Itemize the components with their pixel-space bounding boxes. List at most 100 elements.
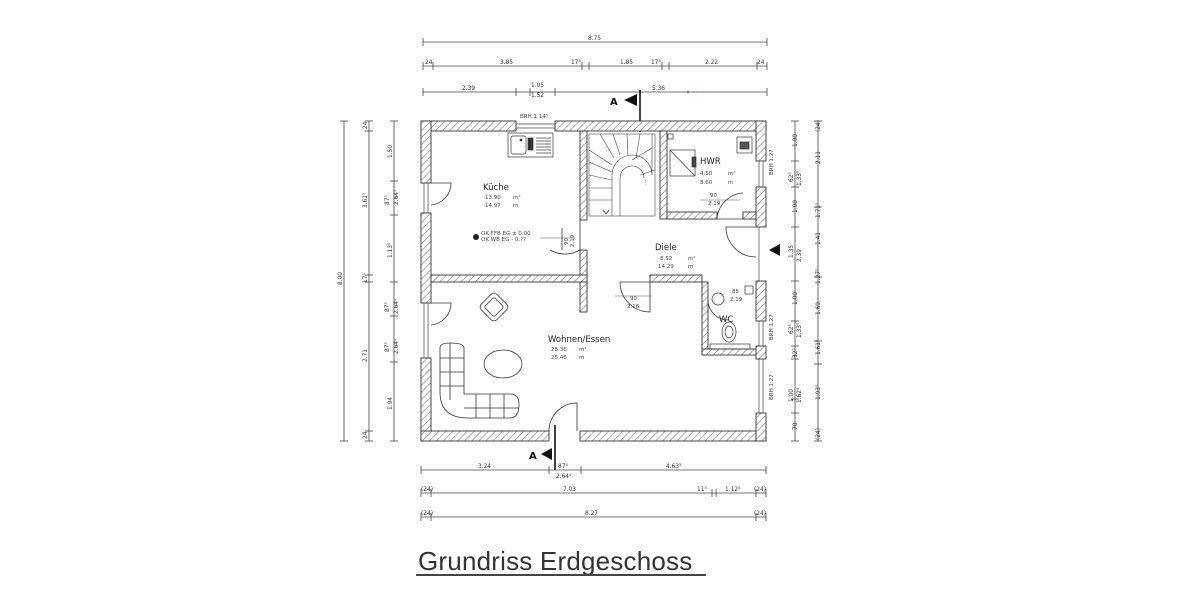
- room-name: WC: [719, 315, 733, 325]
- dim-right-1-4: 1.35: [787, 245, 795, 258]
- window-note-kitchen: BRH 1.14⁵: [520, 113, 548, 120]
- wc-fixtures: [709, 285, 754, 350]
- stair-label: ...: [642, 180, 648, 185]
- dim-bottom-1-2: 2.64⁵: [556, 472, 572, 480]
- level-note-2: OK WB EG - 0.??: [481, 237, 526, 243]
- dim-right-2-0: (24): [814, 120, 822, 132]
- right-dimension-chains: [791, 120, 822, 442]
- dim-right-2-8: (24): [814, 428, 822, 440]
- dim-right-2-3: 1.41: [814, 232, 822, 245]
- dim-left-3-7: 2.64⁵: [392, 338, 400, 354]
- dim-left-2-4: 24: [361, 431, 369, 439]
- room-area-unit: m²: [728, 170, 736, 177]
- room-perimeter-unit: m: [579, 355, 584, 361]
- section-label-top: A: [610, 97, 618, 108]
- dim-left-3-1: 87⁵: [383, 195, 391, 205]
- title-underline: [416, 574, 706, 576]
- dim-bottom-3-1: 8.27: [585, 509, 598, 517]
- dim-bottom-3-2: (24): [754, 509, 766, 517]
- entrance-arrow: [769, 244, 780, 256]
- room-area-unit: m²: [579, 346, 587, 353]
- section-marker-bottom: A: [529, 425, 556, 470]
- dim-right-2-7: 1.93⁵: [814, 384, 822, 400]
- dim-left-3-8: 1.94: [386, 397, 394, 410]
- kitchen-level-note: OK FFB EG ± 0.00 OK WB EG - 0.??: [473, 231, 531, 243]
- room-diele: Diele 8.52 m² 14.29 m: [655, 243, 696, 270]
- dim-left-3-5: 2.64⁵: [392, 298, 400, 314]
- window-note-living: BRH 1.27: [769, 374, 775, 400]
- window-note-hwr: BRH 1.27: [769, 149, 775, 175]
- room-perimeter: 25.46: [551, 355, 567, 361]
- dim-right-2-6: 1.61⁵: [814, 339, 822, 355]
- dim-right-2-2: 1.71⁵: [814, 202, 822, 218]
- bottom-dimension-chains: [420, 466, 767, 521]
- room-perimeter-unit: m: [688, 264, 693, 270]
- dim-bottom-2-4: (24): [754, 485, 766, 493]
- dim-right-1-12: 70: [791, 422, 799, 430]
- room-name: Wohnen/Essen: [548, 335, 610, 345]
- dim-left-3-0: 1.50: [386, 145, 394, 158]
- window-note-wc: BRH 1.27: [769, 314, 775, 340]
- room-perimeter: 14.29: [658, 264, 674, 270]
- dim-right-1-8: 1.33⁵: [795, 322, 803, 338]
- dim-top-2-5: 2.22: [705, 58, 718, 66]
- dim-left-3-4: 87⁵: [383, 302, 391, 312]
- dim-top-2-0: 24: [425, 58, 433, 66]
- hwr-appliances: [667, 133, 753, 177]
- room-name: HWR: [700, 157, 721, 167]
- dim-bottom-2-3: 1.12⁵: [725, 485, 741, 493]
- dim-top-3-0: 2.39: [462, 84, 475, 92]
- dim-right-2-5: 1.69: [814, 302, 822, 315]
- level-note-1: OK FFB EG ± 0.00: [481, 231, 531, 237]
- dim-left-3-6: 87⁵: [383, 342, 391, 352]
- dim-bottom-1-3: 4.63⁵: [666, 462, 682, 470]
- dim-top-2-6: 24: [757, 58, 765, 66]
- door-hwr-width: 90: [710, 193, 717, 199]
- room-area: 13.90: [485, 195, 501, 201]
- dim-bottom-1-0: 3.24: [478, 462, 491, 470]
- dim-bottom-2-1: 7.03: [563, 485, 576, 493]
- dim-left-2-0: 24: [361, 121, 369, 129]
- walls: [420, 120, 767, 442]
- room-perimeter-unit: m: [513, 203, 518, 209]
- dim-bottom-2-2: 11⁵: [697, 485, 707, 493]
- door-living-width: 90: [630, 296, 637, 302]
- room-area: 4.50: [700, 171, 713, 177]
- room-wohnen-essen: Wohnen/Essen 28.36 m² 25.46 m: [548, 335, 610, 361]
- door-wc-width: 85: [732, 289, 739, 295]
- dim-top-3-2: 1.52: [531, 91, 544, 99]
- dim-right-1-3: 1.00: [791, 200, 799, 213]
- dim-right-1-2: 1.33⁵: [795, 170, 803, 186]
- dim-right-1-10: 1.00: [787, 389, 795, 402]
- room-perimeter: 14.97: [485, 203, 501, 209]
- dim-right-1-11: 1.62⁵: [795, 387, 803, 403]
- room-perimeter-unit: m: [728, 180, 733, 186]
- dim-top-2-4: 17⁵: [651, 58, 661, 66]
- room-area-unit: m²: [513, 194, 521, 201]
- dim-top-2-3: 1.85: [620, 58, 633, 66]
- living-furniture: [439, 292, 523, 419]
- dim-right-1-5: 2.39: [795, 249, 803, 262]
- door-kitchen-height: 2.19: [570, 234, 576, 247]
- red-mark: [686, 90, 690, 94]
- dim-left-2-1: 3.61⁵: [361, 192, 369, 208]
- dim-top-2-2: 17⁵: [571, 58, 581, 66]
- dim-top-2-1: 3.85: [500, 58, 513, 66]
- section-label-bottom: A: [529, 451, 537, 462]
- dim-bottom-1-1: 87⁵: [558, 462, 568, 470]
- dim-right-1-9: 32⁵: [791, 348, 799, 358]
- room-perimeter: 8.60: [700, 180, 713, 186]
- staircase: [588, 133, 656, 217]
- dim-right-1-7: 62⁵: [787, 324, 795, 334]
- dim-top-overall: 8.75: [588, 34, 601, 42]
- left-dimension-labels: 8.00 24 3.61⁵ 17⁵ 2.71 24 1.50 87⁵ 2.64⁵…: [336, 121, 400, 439]
- door-living-height: 2.16: [627, 304, 640, 310]
- dim-top-3-3: 5.36: [652, 84, 665, 92]
- top-dimension-chains: [422, 38, 768, 96]
- doors: [430, 182, 757, 432]
- left-dimension-chains: [340, 120, 398, 442]
- room-name: Diele: [655, 243, 677, 253]
- dim-left-3-2: 2.64⁵: [392, 189, 400, 205]
- dim-bottom-2-0: (24): [421, 485, 433, 493]
